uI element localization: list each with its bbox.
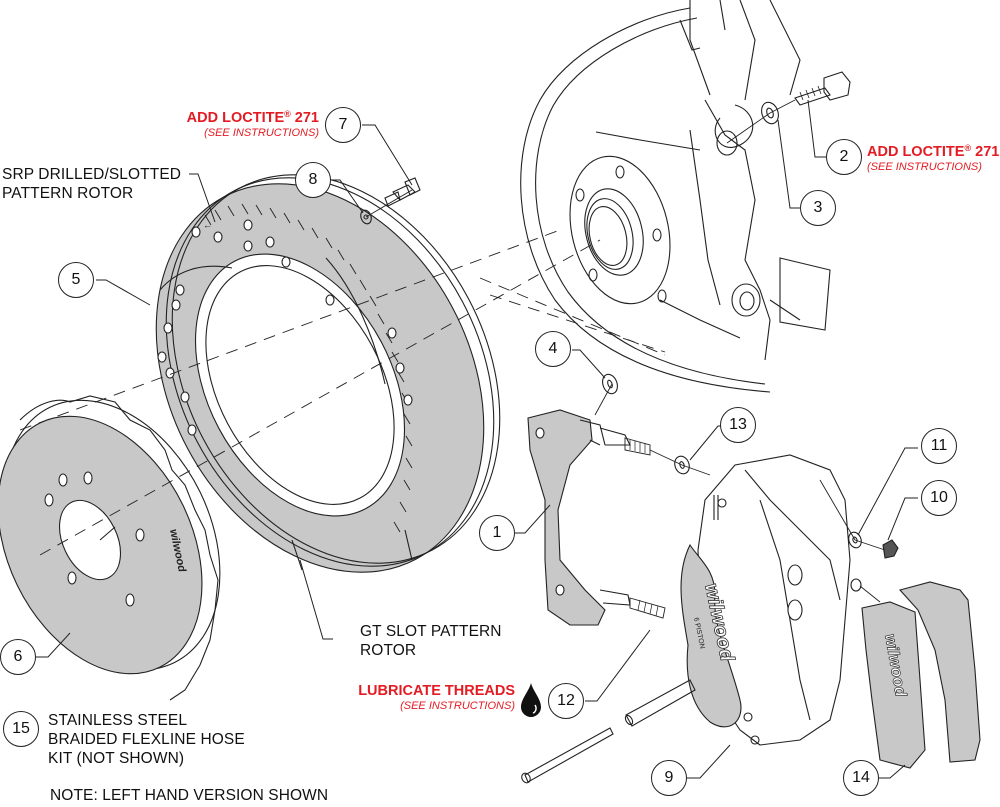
loctite-number: 271 — [971, 144, 1000, 160]
assembly-lines — [19, 229, 666, 556]
see-instructions: (SEE INSTRUCTIONS) — [204, 127, 319, 139]
shim-washer — [602, 373, 618, 395]
rotor-washer — [360, 209, 372, 225]
callout-13: 13 — [720, 407, 756, 443]
callout-9: 9 — [651, 760, 687, 796]
callout-1: 1 — [479, 515, 515, 551]
see-instructions: (SEE INSTRUCTIONS) — [867, 161, 982, 173]
callout-15: 15 — [3, 711, 39, 747]
hose-kit-label-line1: STAINLESS STEEL — [48, 712, 188, 729]
hat: wilwood — [0, 395, 221, 701]
loctite-title: ADD LOCTITE — [186, 110, 285, 126]
hose-kit-label-line2: BRAIDED FLEXLINE HOSE — [48, 731, 245, 748]
callout-8: 8 — [295, 162, 331, 198]
caliper-bracket — [527, 409, 666, 626]
small-nut — [850, 578, 862, 592]
hose-kit-label: STAINLESS STEEL BRAIDED FLEXLINE HOSE KI… — [48, 711, 245, 768]
see-instructions: (SEE INSTRUCTIONS) — [400, 700, 515, 712]
oil-drop-icon — [521, 683, 541, 717]
srp-rotor-label-line2: PATTERN ROTOR — [2, 185, 134, 202]
callout-3: 3 — [800, 190, 836, 226]
part-leaders — [365, 99, 886, 603]
callout-6: 6 — [0, 639, 36, 675]
caliper-washer — [848, 531, 862, 549]
srp-rotor-label: SRP DRILLED/SLOTTED PATTERN ROTOR — [2, 165, 181, 203]
lubricate-warning: LUBRICATE THREADS (SEE INSTRUCTIONS) — [358, 683, 515, 713]
callout-14: 14 — [843, 760, 879, 796]
gt-rotor-label: GT SLOT PATTERN ROTOR — [360, 622, 502, 660]
registered-mark: ® — [284, 109, 291, 119]
callout-2: 2 — [826, 139, 862, 175]
registered-mark: ® — [964, 143, 972, 153]
srp-rotor-label-line1: SRP DRILLED/SLOTTED — [2, 166, 182, 183]
caliper-pin — [521, 679, 696, 784]
caliper: wilwood 6 PISTON — [680, 454, 851, 746]
rotor: ← — [155, 174, 501, 573]
gt-rotor-label-line2: ROTOR — [360, 642, 417, 659]
lug-nut — [882, 539, 899, 559]
spindle-knuckle — [520, 0, 831, 393]
stud-washer — [674, 455, 690, 475]
callout-12: 12 — [548, 683, 584, 719]
loctite-number: 271 — [290, 110, 319, 126]
callout-5: 5 — [58, 262, 94, 298]
left-hand-note: NOTE: LEFT HAND VERSION SHOWN — [50, 787, 329, 804]
bracket-bolt — [794, 71, 851, 106]
lubricate-title: LUBRICATE THREADS — [358, 683, 515, 699]
callout-7: 7 — [325, 107, 361, 143]
callout-leaders — [36, 99, 918, 779]
gt-rotor-label-line1: GT SLOT PATTERN — [360, 623, 502, 640]
loctite-warning-left: ADD LOCTITE® 271 (SEE INSTRUCTIONS) — [187, 106, 319, 140]
callout-4: 4 — [535, 331, 571, 367]
rotor-bolt — [384, 177, 421, 207]
loctite-title: ADD LOCTITE — [867, 144, 965, 160]
hose-kit-label-line3: KIT (NOT SHOWN) — [48, 750, 185, 767]
callout-11: 11 — [921, 428, 957, 464]
brake-pads: wilwood — [861, 581, 981, 769]
loctite-warning-right: ADD LOCTITE® 271 (SEE INSTRUCTIONS) — [867, 140, 999, 174]
callout-10: 10 — [921, 480, 957, 516]
svg-text:←: ← — [203, 220, 212, 230]
